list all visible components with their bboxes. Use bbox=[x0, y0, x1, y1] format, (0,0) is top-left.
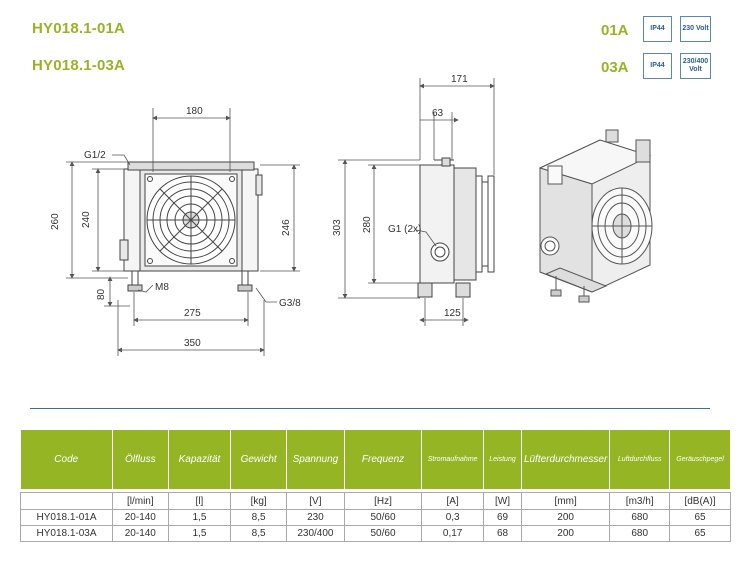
dim-246: 246 bbox=[281, 219, 292, 236]
product-title-01a: HY018.1-01A bbox=[32, 20, 126, 37]
table-cell: 0,17 bbox=[421, 525, 485, 542]
col-code: Code bbox=[20, 430, 114, 489]
technical-drawing: 180 G1/2 260 240 246 80 M8 G3/8 275 350 bbox=[50, 74, 653, 356]
dim-80: 80 bbox=[96, 288, 107, 300]
col-leistung: Leistung bbox=[483, 430, 522, 489]
table-cell: 65 bbox=[669, 525, 731, 542]
unit-cell: [l/min] bbox=[112, 492, 169, 510]
section-divider bbox=[30, 408, 710, 409]
table-cell: 68 bbox=[483, 525, 522, 542]
voltage-badge-01a: 230 Volt bbox=[680, 16, 711, 42]
unit-cell: [V] bbox=[285, 492, 345, 510]
dim-275: 275 bbox=[184, 308, 201, 319]
unit-cell: [Hz] bbox=[343, 492, 423, 510]
table-cell: 230 bbox=[285, 509, 345, 526]
table-cell: 200 bbox=[520, 509, 611, 526]
table-cell: 0,3 bbox=[421, 509, 485, 526]
table-cell: 200 bbox=[520, 525, 611, 542]
table-cell: 69 bbox=[483, 509, 522, 526]
dim-63: 63 bbox=[432, 108, 444, 119]
col-frequenz: Frequenz bbox=[344, 430, 423, 489]
col-luefterdurchmesser: Lüfterdurchmesser bbox=[521, 430, 611, 489]
dim-260: 260 bbox=[50, 213, 61, 230]
variant-code-01a: 01A bbox=[601, 22, 629, 39]
side-view bbox=[417, 157, 495, 298]
table-row: HY018.1-03A 20-140 1,5 8,5 230/400 50/60… bbox=[19, 525, 731, 542]
table-row: HY018.1-01A 20-140 1,5 8,5 230 50/60 0,3… bbox=[19, 509, 731, 526]
col-geraeuschpegel: Geräuschpegel bbox=[669, 430, 731, 489]
table-units-row: [l/min] [l] [kg] [V] [Hz] [A] [W] [mm] [… bbox=[19, 492, 731, 510]
dim-350: 350 bbox=[184, 338, 201, 349]
table-cell: 230/400 bbox=[285, 525, 345, 542]
unit-cell: [dB(A)] bbox=[669, 492, 731, 510]
table-cell: 1,5 bbox=[167, 509, 232, 526]
table-cell: 680 bbox=[609, 525, 671, 542]
ip-badge-01a: IP44 bbox=[643, 16, 672, 42]
voltage-badge-03a: 230/400 Volt bbox=[680, 53, 711, 79]
label-g12: G1/2 bbox=[84, 150, 106, 161]
label-g38: G3/8 bbox=[279, 298, 301, 309]
table-header-row: Code Ölfluss Kapazität Gewicht Spannung … bbox=[20, 430, 731, 489]
col-kapazitaet: Kapazität bbox=[168, 430, 232, 489]
col-gewicht: Gewicht bbox=[230, 430, 287, 489]
dim-240: 240 bbox=[81, 211, 92, 228]
col-spannung: Spannung bbox=[286, 430, 345, 489]
table-cell: 20-140 bbox=[112, 509, 169, 526]
unit-cell: [W] bbox=[483, 492, 522, 510]
variant-code-03a: 03A bbox=[601, 59, 629, 76]
col-stromaufnahme: Stromaufnahme bbox=[421, 430, 485, 489]
col-oelfluss: Ölfluss bbox=[112, 430, 169, 489]
label-m8: M8 bbox=[155, 282, 169, 293]
label-g1x2: G1 (2x) bbox=[388, 224, 421, 235]
ip-badge-03a: IP44 bbox=[643, 53, 672, 79]
front-view bbox=[119, 161, 263, 292]
table-cell: 20-140 bbox=[112, 525, 169, 542]
spec-table: Code Ölfluss Kapazität Gewicht Spannung … bbox=[19, 430, 731, 542]
dim-171: 171 bbox=[451, 74, 468, 85]
col-luftdurchfluss: Luftdurchfluss bbox=[609, 430, 671, 489]
table-cell: 8,5 bbox=[230, 509, 287, 526]
table-cell: 65 bbox=[669, 509, 731, 526]
unit-cell: [l] bbox=[167, 492, 232, 510]
dim-280: 280 bbox=[362, 216, 373, 233]
unit-cell: [kg] bbox=[230, 492, 287, 510]
isometric-view bbox=[538, 129, 653, 303]
table-cell: HY018.1-03A bbox=[19, 525, 114, 542]
dim-303: 303 bbox=[332, 219, 343, 236]
table-cell: 8,5 bbox=[230, 525, 287, 542]
unit-cell bbox=[19, 492, 114, 510]
dim-180: 180 bbox=[186, 106, 203, 117]
table-cell: 1,5 bbox=[167, 525, 232, 542]
table-cell: 50/60 bbox=[343, 509, 423, 526]
table-cell: HY018.1-01A bbox=[19, 509, 114, 526]
unit-cell: [A] bbox=[421, 492, 485, 510]
table-cell: 50/60 bbox=[343, 525, 423, 542]
unit-cell: [m3/h] bbox=[609, 492, 671, 510]
unit-cell: [mm] bbox=[520, 492, 611, 510]
product-title-03a: HY018.1-03A bbox=[32, 57, 126, 74]
table-cell: 680 bbox=[609, 509, 671, 526]
dim-125: 125 bbox=[444, 308, 461, 319]
